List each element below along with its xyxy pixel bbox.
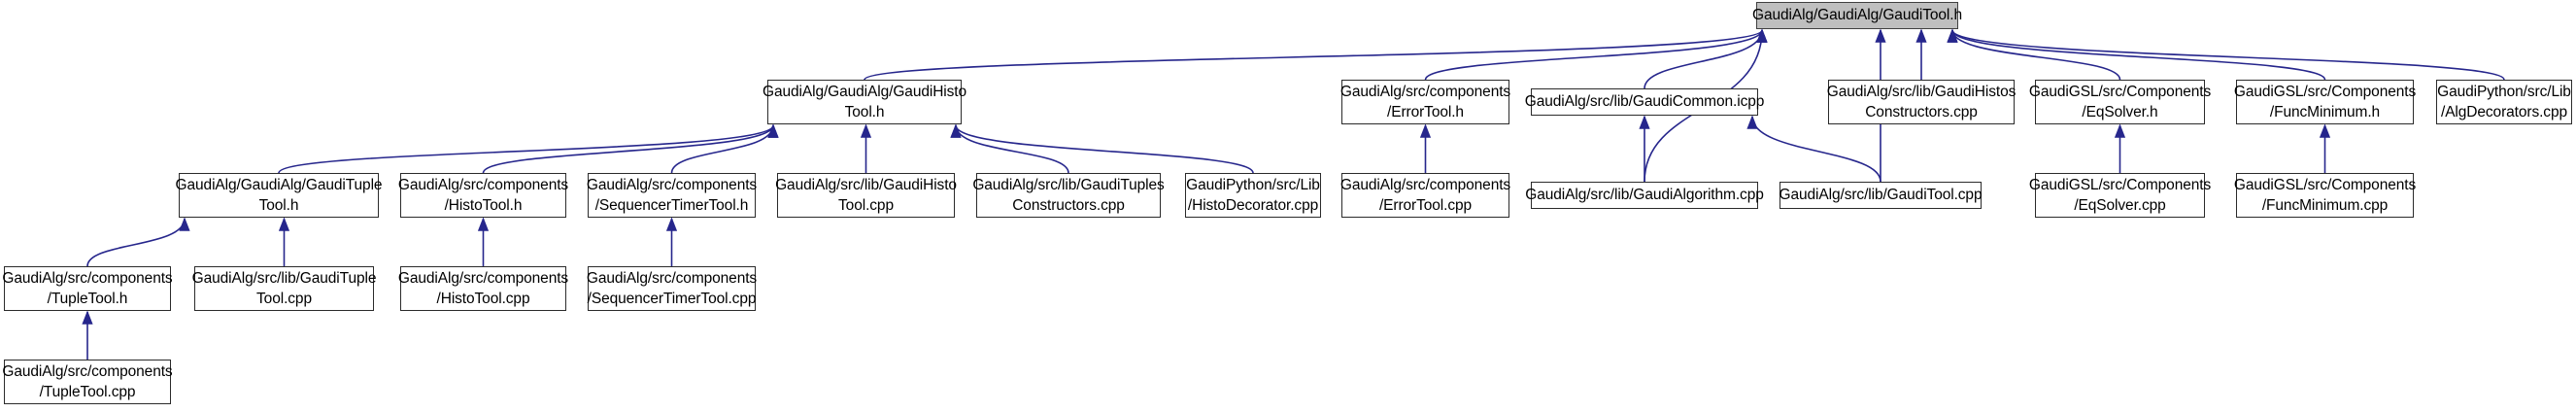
graph-node-label: GaudiGSL/src/Components /EqSolver.h: [2028, 83, 2212, 120]
graph-node[interactable]: GaudiAlg/src/lib/GaudiTuples Constructor…: [972, 173, 1165, 218]
graph-node[interactable]: GaudiAlg/src/components /TupleTool.h: [2, 266, 173, 311]
graph-node-label: GaudiPython/src/Lib /HistoDecorator.cpp: [1186, 176, 1320, 214]
graph-node[interactable]: GaudiGSL/src/Components /FuncMinimum.cpp: [2234, 173, 2416, 218]
graph-edge: [864, 28, 1768, 81]
graph-node-root[interactable]: GaudiAlg/GaudiAlg/GaudiTool.h: [1752, 2, 1962, 29]
graph-node-label: GaudiGSL/src/Components /FuncMinimum.cpp: [2233, 176, 2417, 214]
graph-node[interactable]: GaudiAlg/src/components /ErrorTool.cpp: [1340, 173, 1510, 218]
graph-edge: [950, 123, 1069, 174]
graph-node-label: GaudiAlg/src/components /HistoTool.cpp: [397, 269, 569, 307]
graph-node-label: GaudiAlg/src/components /ErrorTool.h: [1339, 83, 1511, 120]
graph-node[interactable]: GaudiAlg/src/components /SequencerTimerT…: [587, 266, 757, 311]
graph-edge: [1947, 28, 2121, 81]
graph-node[interactable]: GaudiAlg/GaudiAlg/GaudiHisto Tool.h: [763, 80, 966, 124]
graph-node[interactable]: GaudiAlg/src/lib/GaudiHisto Tool.cpp: [775, 173, 957, 218]
graph-node[interactable]: GaudiAlg/src/lib/GaudiAlgorithm.cpp: [1525, 182, 1764, 209]
graph-edge: [670, 123, 779, 174]
graph-node-label: GaudiAlg/GaudiAlg/GaudiTuple Tool.h: [175, 176, 383, 214]
graph-edge: [1424, 28, 1768, 81]
graph-edge: [1746, 115, 1881, 183]
graph-node[interactable]: GaudiPython/src/Lib /HistoDecorator.cpp: [1185, 173, 1321, 218]
graph-node-label: GaudiAlg/src/components /SequencerTimerT…: [586, 176, 758, 214]
graph-node-label: GaudiAlg/src/lib/GaudiHisto Tool.cpp: [775, 176, 957, 214]
graph-edge: [1947, 28, 2326, 81]
graph-node[interactable]: GaudiAlg/src/lib/GaudiCommon.icpp: [1525, 88, 1764, 116]
graph-node-label: GaudiAlg/src/lib/GaudiHistos Constructor…: [1826, 83, 2017, 120]
graph-node[interactable]: GaudiGSL/src/Components /EqSolver.cpp: [2029, 173, 2211, 218]
graph-node[interactable]: GaudiAlg/src/components /HistoTool.h: [398, 173, 568, 218]
graph-node[interactable]: GaudiAlg/src/components /TupleTool.cpp: [2, 360, 173, 404]
graph-node[interactable]: GaudiGSL/src/Components /FuncMinimum.h: [2234, 80, 2416, 124]
graph-node-label: GaudiAlg/src/components /SequencerTimerT…: [586, 269, 758, 307]
graph-node-label: GaudiAlg/src/lib/GaudiCommon.icpp: [1524, 93, 1765, 111]
graph-node[interactable]: GaudiAlg/GaudiAlg/GaudiTuple Tool.h: [176, 173, 383, 218]
graph-node[interactable]: GaudiAlg/src/components /ErrorTool.h: [1340, 80, 1510, 124]
graph-node-label: GaudiGSL/src/Components /FuncMinimum.h: [2233, 83, 2417, 120]
graph-node-label: GaudiAlg/src/components /ErrorTool.cpp: [1339, 176, 1511, 214]
graph-edge: [482, 123, 779, 174]
graph-node-label: GaudiPython/src/Lib /AlgDecorators.cpp: [2437, 83, 2571, 120]
graph-node-label: GaudiAlg/src/components /TupleTool.h: [2, 269, 173, 307]
graph-edge: [278, 123, 779, 174]
graph-node-label: GaudiAlg/src/lib/GaudiAlgorithm.cpp: [1525, 187, 1764, 204]
graph-edge: [950, 123, 1254, 174]
graph-node-label: GaudiAlg/src/lib/GaudiTool.cpp: [1779, 187, 1983, 204]
graph-node-label: GaudiAlg/GaudiAlg/GaudiHisto Tool.h: [763, 83, 967, 120]
graph-edge: [86, 217, 190, 267]
graph-node-label: GaudiGSL/src/Components /EqSolver.cpp: [2028, 176, 2212, 214]
graph-node[interactable]: GaudiAlg/src/components /SequencerTimerT…: [587, 173, 757, 218]
graph-node-label: GaudiAlg/src/components /HistoTool.h: [397, 176, 569, 214]
graph-node[interactable]: GaudiAlg/src/lib/GaudiTool.cpp: [1779, 182, 1983, 209]
graph-node[interactable]: GaudiGSL/src/Components /EqSolver.h: [2029, 80, 2211, 124]
graph-node-label: GaudiAlg/GaudiAlg/GaudiTool.h: [1752, 7, 1962, 24]
graph-node-label: GaudiAlg/src/lib/GaudiTuple Tool.cpp: [191, 269, 377, 307]
graph-edge: [1947, 28, 2505, 81]
graph-node[interactable]: GaudiAlg/src/lib/GaudiTuple Tool.cpp: [192, 266, 376, 311]
graph-node[interactable]: GaudiAlg/src/lib/GaudiHistos Constructor…: [1827, 80, 2016, 124]
graph-node[interactable]: GaudiPython/src/Lib /AlgDecorators.cpp: [2436, 80, 2572, 124]
graph-node-label: GaudiAlg/src/components /TupleTool.cpp: [2, 362, 173, 400]
graph-node-label: GaudiAlg/src/lib/GaudiTuples Constructor…: [972, 176, 1165, 214]
graph-node[interactable]: GaudiAlg/src/components /HistoTool.cpp: [398, 266, 568, 311]
graph-edge: [1644, 28, 1768, 89]
